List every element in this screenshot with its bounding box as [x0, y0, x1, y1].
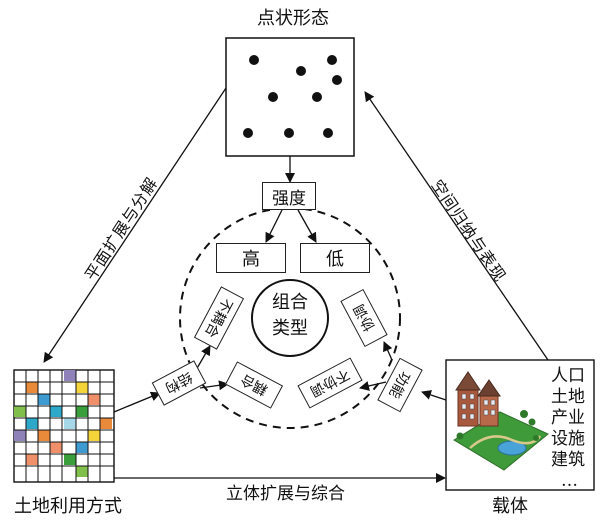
arrow-structure-to-match — [199, 380, 229, 391]
carrier-list: 人口 土地 产业 设施 建筑 … — [551, 366, 585, 492]
city-illustration — [453, 371, 549, 471]
carrier-item: 土地 — [551, 387, 585, 407]
3d-expansion-label: 立体扩展与综合 — [226, 484, 345, 504]
carrier-item: 人口 — [551, 366, 585, 386]
high-label: 高 — [242, 249, 260, 270]
carrier-item: 产业 — [551, 408, 585, 428]
arrow-function-to-uncoordinated — [359, 381, 387, 391]
arrow-plane-expansion — [43, 87, 227, 363]
arrow-grid-to-structure — [113, 391, 161, 413]
dashed-circle — [179, 207, 401, 429]
core-circle — [251, 279, 329, 357]
carrier-item: … — [561, 471, 578, 491]
arrow-carrier-to-function — [421, 390, 447, 401]
carrier-title: 载体 — [492, 496, 528, 517]
land-use-title: 土地利用方式 — [14, 496, 122, 517]
combination-type-line1: 组合 — [272, 292, 308, 313]
intensity-label: 强度 — [272, 188, 306, 209]
combination-type-line2: 类型 — [272, 318, 308, 339]
arrow-to-high — [265, 209, 283, 243]
low-label: 低 — [326, 249, 344, 270]
carrier-item: 建筑 — [551, 450, 585, 470]
arrow-function-to-coordinated — [383, 341, 393, 361]
point-pattern-box — [225, 37, 355, 157]
arrow-to-low — [297, 209, 317, 243]
intensity-box: 强度 — [262, 182, 316, 210]
arrow-structure-to-mismatch — [195, 345, 211, 371]
land-use-grid — [13, 369, 115, 483]
point-dots — [243, 55, 342, 138]
high-box: 高 — [216, 243, 286, 273]
point-pattern-title: 点状形态 — [257, 8, 329, 29]
low-box: 低 — [300, 243, 370, 273]
carrier-item: 设施 — [551, 429, 585, 449]
arrow-spatial-induction — [364, 91, 549, 361]
